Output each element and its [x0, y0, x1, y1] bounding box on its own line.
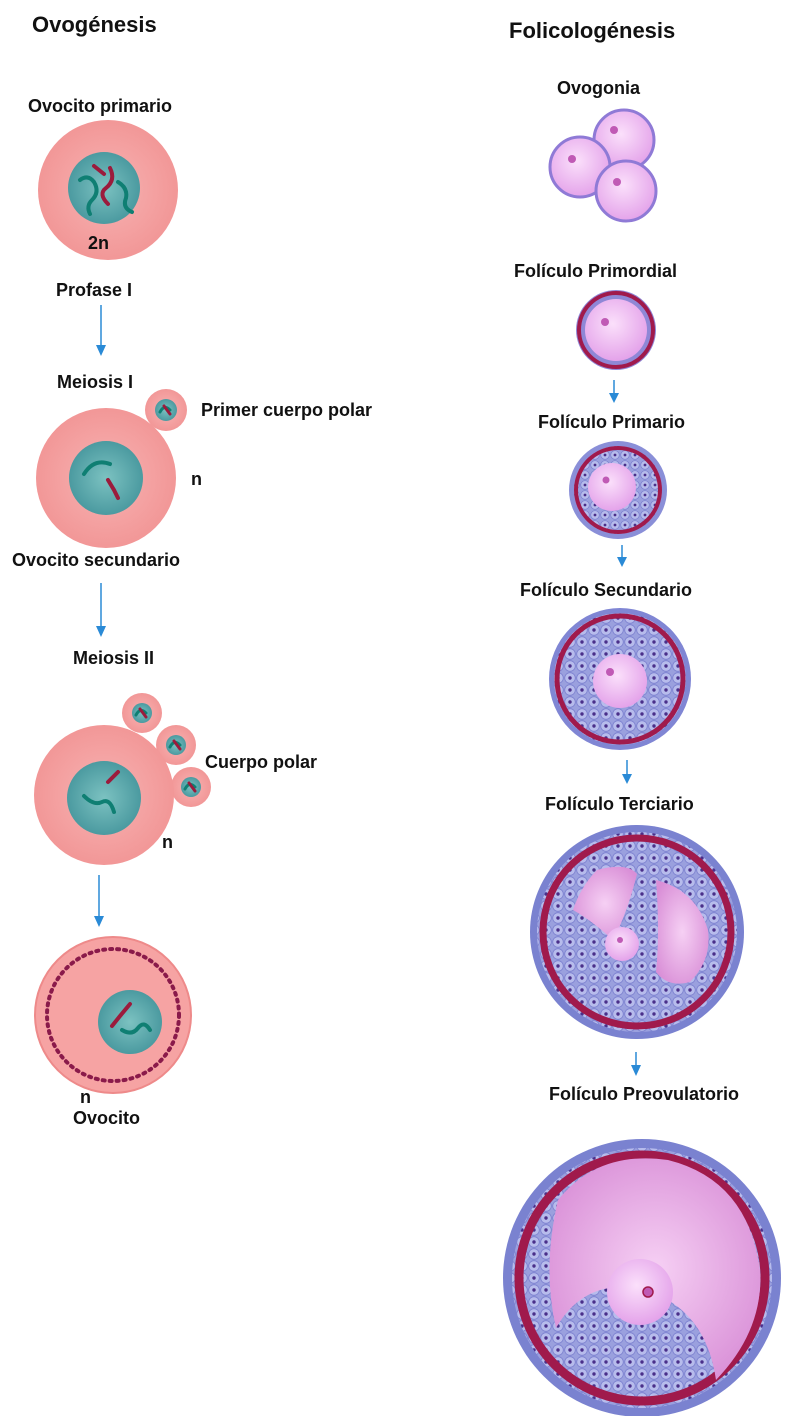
ploidy-n-label: n [162, 832, 173, 853]
arrow-2 [96, 583, 106, 637]
arrow-1 [96, 305, 106, 356]
foliculo-primario-label: Folículo Primario [538, 412, 685, 433]
arrow-4 [609, 380, 619, 403]
foliculo-secundario [549, 608, 691, 750]
foliculo-preovulatorio-label: Folículo Preovulatorio [549, 1084, 739, 1105]
meiosis-ii-label: Meiosis II [73, 648, 154, 669]
foliculo-preovulatorio [503, 1139, 781, 1416]
ovocito-primario-label: Ovocito primario [28, 96, 172, 117]
foliculo-primordial-label: Folículo Primordial [514, 261, 677, 282]
arrow-3 [94, 875, 104, 927]
folicologenesis-title: Folicologénesis [509, 18, 675, 44]
foliculo-terciario [530, 825, 744, 1039]
arrow-7 [631, 1052, 641, 1076]
ploidy-n-label: n [191, 469, 202, 490]
cuerpo-polar-label: Cuerpo polar [205, 752, 317, 773]
arrow-6 [622, 760, 632, 784]
ovocito-secundario-label: Ovocito secundario [12, 550, 180, 571]
primer-cuerpo-polar-label: Primer cuerpo polar [201, 400, 372, 421]
foliculo-secundario-label: Folículo Secundario [520, 580, 692, 601]
ploidy-n-label: n [80, 1087, 91, 1108]
ovogenesis-title: Ovogénesis [32, 12, 157, 38]
foliculo-primario [569, 441, 667, 539]
profase-label: Profase I [56, 280, 132, 301]
ovocito-cell [35, 937, 191, 1093]
ovocito-label: Ovocito [73, 1108, 140, 1129]
foliculo-primordial [576, 290, 656, 370]
ovocito-secundario-cell [36, 408, 176, 548]
meiosis-ii-cell [34, 725, 174, 865]
ovogonia-cells [550, 110, 656, 221]
arrow-5 [617, 545, 627, 567]
ovogonia-label: Ovogonia [557, 78, 640, 99]
ploidy-2n-label: 2n [88, 233, 109, 254]
foliculo-terciario-label: Folículo Terciario [545, 794, 694, 815]
meiosis-i-label: Meiosis I [57, 372, 133, 393]
